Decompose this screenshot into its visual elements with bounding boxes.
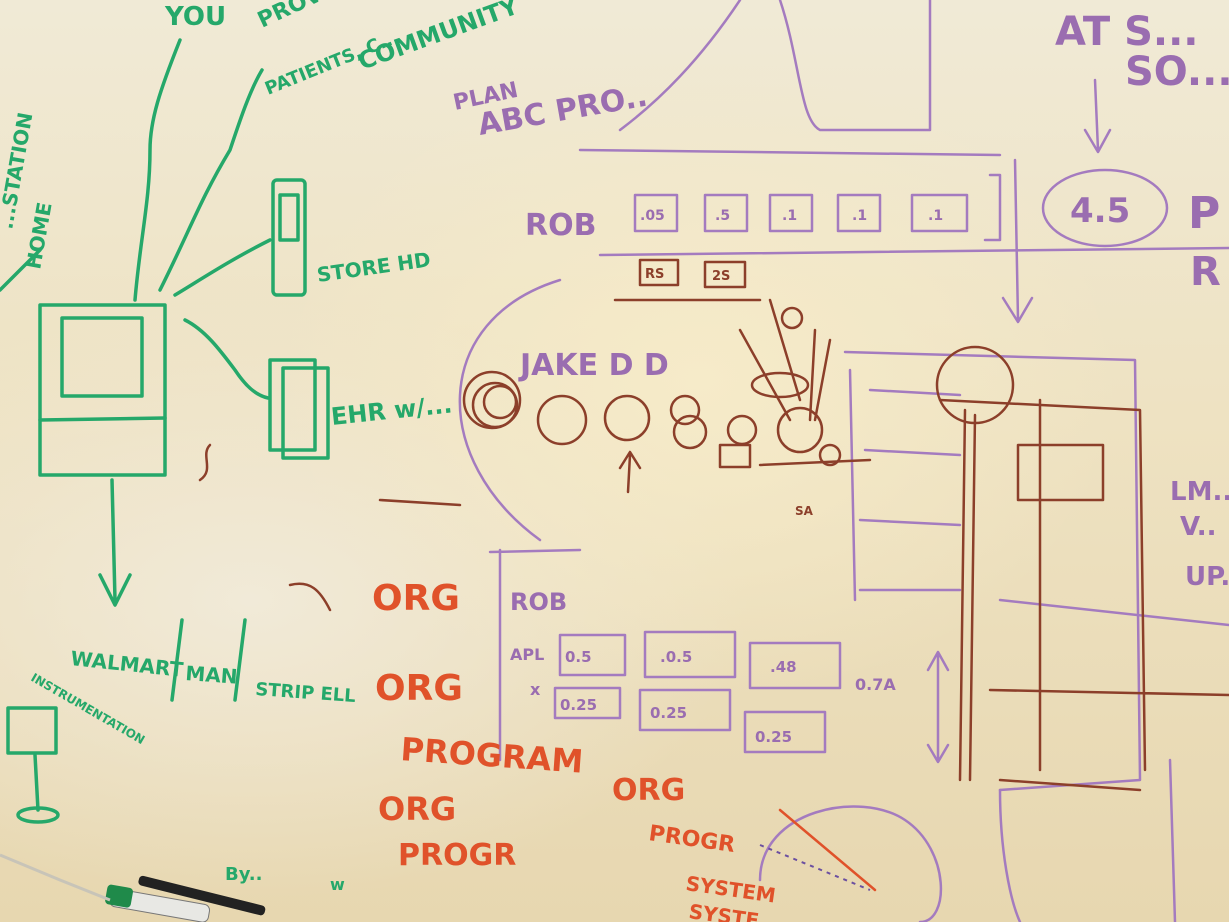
purple-rob-value-1: .5 <box>715 208 730 224</box>
orange-org-4: ORG <box>612 773 685 808</box>
purple-row1-2: .48 <box>770 658 797 676</box>
marker-icon <box>105 875 266 922</box>
purple-row2-0: 0.25 <box>560 696 597 714</box>
brown-sa-label: SA <box>795 504 814 518</box>
orange-org-1: ORG <box>372 578 460 619</box>
orange-drawings <box>778 808 877 892</box>
green-by-label: By.. <box>225 864 262 885</box>
green-walmart-label: WALMART <box>69 646 184 682</box>
down-arrow-icon <box>98 478 132 607</box>
green-strip-label: STRIP ELL <box>255 679 357 707</box>
stand-icon <box>6 706 58 755</box>
purple-rob2-label: ROB <box>510 588 567 616</box>
purple-side-value: 0.7A <box>855 675 896 694</box>
green-home-label: HOME <box>21 200 56 270</box>
green-top-label: YOU <box>164 2 226 32</box>
brown-box-0: RS <box>645 267 664 282</box>
purple-p-label: P <box>1188 188 1220 239</box>
purple-r-label: R <box>1190 249 1221 295</box>
double-arrow-icon <box>1001 158 1034 324</box>
documents-icon <box>268 358 317 452</box>
green-ehr-label: EHR w/... <box>330 390 454 431</box>
purple-drawings <box>458 0 1229 922</box>
brown-drawings <box>198 258 1229 792</box>
purple-apl-label: APL <box>510 645 544 664</box>
purple-row1-0: 0.5 <box>565 648 592 666</box>
brown-box-1: 2S <box>712 269 730 284</box>
orange-progr-label: PROGR <box>398 838 516 873</box>
value-circle <box>1041 168 1169 248</box>
green-w-label: w <box>330 875 345 894</box>
purple-rob-value-3: .1 <box>852 208 867 224</box>
purple-lv-label: V.. <box>1180 512 1217 542</box>
phone-icon <box>271 178 307 297</box>
orange-org-2: ORG <box>375 668 463 709</box>
purple-up-label: UP.. <box>1185 562 1229 592</box>
chart-sketch <box>618 0 932 132</box>
orange-program-label: PROGRAM <box>399 730 584 781</box>
purple-at-label: AT S... <box>1055 9 1198 55</box>
purple-lm-label: LM.. <box>1170 477 1229 507</box>
green-store-label: STORE HD <box>315 247 432 287</box>
purple-rob-label: ROB <box>525 208 596 243</box>
pie-slice-line <box>778 808 877 892</box>
brown-jake-label: JAKE D D <box>518 348 669 383</box>
purple-rob-value-0: .05 <box>640 208 665 224</box>
green-drawings <box>0 38 330 824</box>
pie-chart-sketch <box>758 805 943 922</box>
green-man-label: MAN <box>185 661 239 689</box>
purple-x-label: x <box>530 680 541 699</box>
tablet-icon <box>38 303 167 477</box>
purple-rob-value-2: .1 <box>782 208 797 224</box>
purple-so-label: SO... <box>1125 49 1229 95</box>
orange-org-3: ORG <box>378 790 456 828</box>
purple-rob-value-4: .1 <box>928 208 943 224</box>
circle-frame <box>935 345 1015 425</box>
purple-row1-1: .0.5 <box>660 648 692 666</box>
purple-row2-1: 0.25 <box>650 704 687 722</box>
orange-progr2-label: PROGR <box>647 821 736 858</box>
arrow-icon <box>133 38 182 302</box>
purple-circle-value: 4.5 <box>1070 191 1130 231</box>
purple-row2-2: 0.25 <box>755 728 792 746</box>
